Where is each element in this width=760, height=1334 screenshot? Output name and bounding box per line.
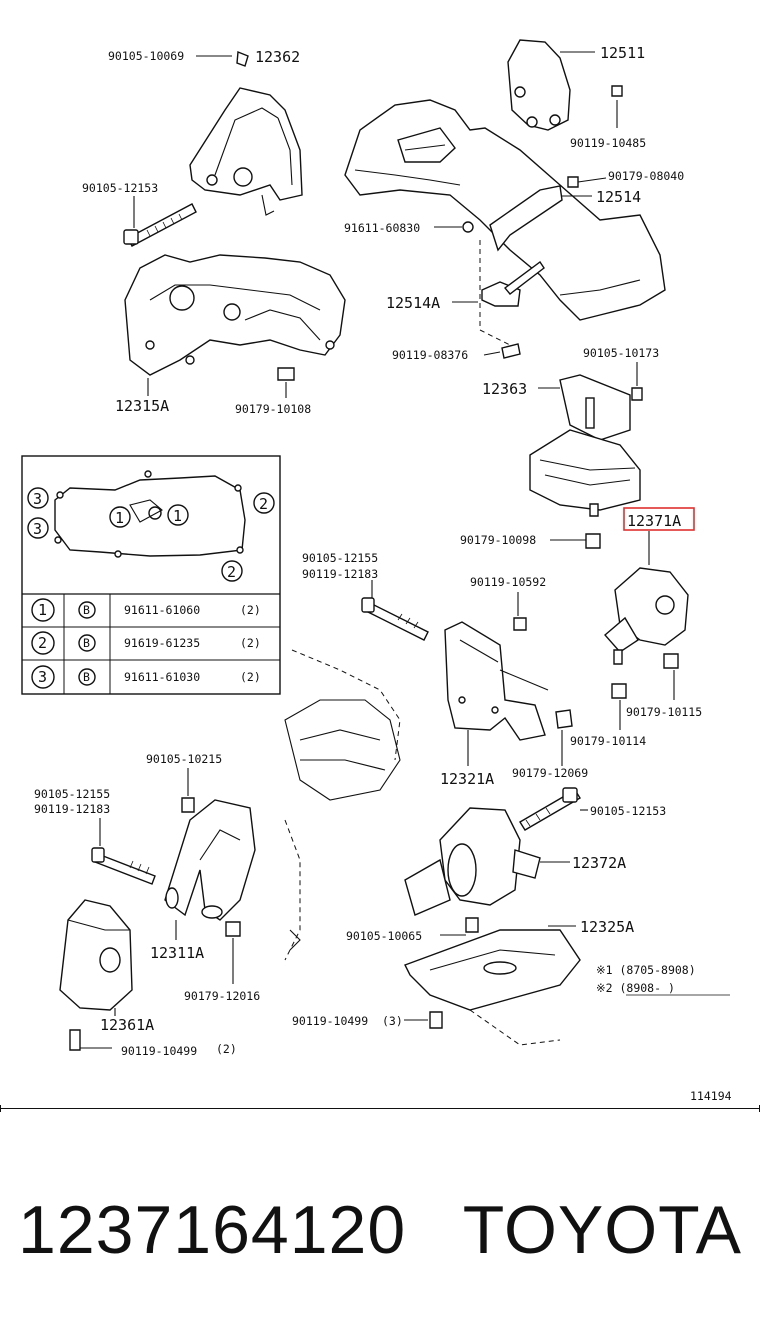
note-1: ※1 (8705-8908) bbox=[596, 963, 696, 977]
svg-text:(2): (2) bbox=[240, 636, 261, 650]
inset-callout-3a: 3 bbox=[33, 490, 42, 508]
svg-text:91611-61030: 91611-61030 bbox=[124, 670, 200, 684]
svg-text:3: 3 bbox=[38, 668, 47, 686]
svg-text:1: 1 bbox=[38, 601, 47, 619]
label-90179-10115: 90179-10115 bbox=[626, 705, 702, 719]
label-12361A: 12361A bbox=[100, 1016, 154, 1034]
label-12321A: 12321A bbox=[440, 770, 494, 788]
svg-text:2: 2 bbox=[38, 634, 47, 652]
bracket-12321A-drawing bbox=[444, 617, 573, 741]
label-90119-10499-mount-qty: (2) bbox=[216, 1042, 237, 1056]
svg-text:91619-61235: 91619-61235 bbox=[124, 636, 200, 650]
label-90119-12183-upper: 90119-12183 bbox=[302, 567, 378, 581]
label-90105-12153-lower: 90105-12153 bbox=[590, 804, 666, 818]
label-90119-08376: 90119-08376 bbox=[392, 348, 468, 362]
label-90105-12155-upper: 90105-12155 bbox=[302, 551, 378, 565]
bolt-90105-12153-upper bbox=[123, 203, 197, 247]
label-12511: 12511 bbox=[600, 44, 645, 62]
svg-text:B: B bbox=[83, 603, 90, 617]
label-12362: 12362 bbox=[255, 48, 300, 66]
mount-12372A-drawing bbox=[404, 787, 581, 933]
label-90119-10499-plate: 90119-10499 bbox=[292, 1014, 368, 1028]
label-90179-10098: 90179-10098 bbox=[460, 533, 536, 547]
bracket-12311A-drawing bbox=[164, 797, 256, 937]
parts-diagram: 90105-10069 12362 12511 90119-10485 9017… bbox=[21, 39, 732, 1103]
label-90105-10173: 90105-10173 bbox=[583, 346, 659, 360]
bracket-12511-drawing bbox=[507, 39, 623, 131]
inset-callout-1b: 1 bbox=[173, 507, 182, 525]
inset-table-row: 3 B 91611-61030 (2) bbox=[38, 668, 261, 686]
svg-text:(2): (2) bbox=[240, 603, 261, 617]
inset-panel bbox=[21, 455, 281, 695]
label-90105-12153-upper: 90105-12153 bbox=[82, 181, 158, 195]
inset-callout-3b: 3 bbox=[33, 520, 42, 538]
transaxle-outline-drawing bbox=[284, 649, 401, 961]
svg-text:B: B bbox=[83, 636, 90, 650]
label-91611-60830: 91611-60830 bbox=[344, 221, 420, 235]
svg-text:91611-61060: 91611-61060 bbox=[124, 603, 200, 617]
highlight-box-12371A bbox=[623, 507, 695, 531]
plate-12325A-drawing bbox=[404, 929, 581, 1046]
label-90105-10069: 90105-10069 bbox=[108, 49, 184, 63]
bolt-90105-12155-upper bbox=[361, 597, 429, 641]
label-90179-10114: 90179-10114 bbox=[570, 734, 646, 748]
label-12371A: 12371A bbox=[627, 512, 681, 530]
mount-12361A-drawing bbox=[59, 899, 133, 1051]
label-90179-08040: 90179-08040 bbox=[608, 169, 684, 183]
part-number: 1237164120 bbox=[18, 1192, 407, 1268]
label-90119-10592: 90119-10592 bbox=[470, 575, 546, 589]
inset-table-row: 2 B 91619-61235 (2) bbox=[38, 634, 261, 652]
label-90179-10108: 90179-10108 bbox=[235, 402, 311, 416]
label-90119-10499-mount: 90119-10499 bbox=[121, 1044, 197, 1058]
label-90105-10215: 90105-10215 bbox=[146, 752, 222, 766]
label-90119-12183-lower: 90119-12183 bbox=[34, 802, 110, 816]
svg-text:B: B bbox=[83, 670, 90, 684]
label-90119-10485: 90119-10485 bbox=[570, 136, 646, 150]
cover-12315A-drawing bbox=[124, 254, 346, 381]
label-90119-10499-plate-qty: (3) bbox=[382, 1014, 403, 1028]
label-12363: 12363 bbox=[482, 380, 527, 398]
label-90179-12016: 90179-12016 bbox=[184, 989, 260, 1003]
inset-callout-2b: 2 bbox=[227, 563, 236, 581]
brand-name: TOYOTA bbox=[462, 1192, 742, 1268]
label-12315A: 12315A bbox=[115, 397, 169, 415]
label-90179-12069: 90179-12069 bbox=[512, 766, 588, 780]
note-2: ※2 (8908- ) bbox=[596, 981, 675, 995]
diagram-bottom-rule bbox=[0, 1105, 760, 1112]
bracket-12514A-drawing bbox=[481, 260, 545, 359]
footer: 1237164120 TOYOTA bbox=[0, 1190, 760, 1270]
label-12372A: 12372A bbox=[572, 854, 626, 872]
inset-callout-1a: 1 bbox=[115, 509, 124, 527]
bolt-90105-12155-lower bbox=[91, 847, 156, 885]
inset-table-row: 1 B 91611-61060 (2) bbox=[38, 601, 261, 619]
inset-callout-2a: 2 bbox=[259, 495, 268, 513]
label-90105-12155-lower: 90105-12155 bbox=[34, 787, 110, 801]
label-12325A: 12325A bbox=[580, 918, 634, 936]
engine-block-drawing bbox=[344, 99, 666, 321]
label-90105-10065: 90105-10065 bbox=[346, 929, 422, 943]
drawing-number: 114194 bbox=[690, 1089, 732, 1103]
svg-text:(2): (2) bbox=[240, 670, 261, 684]
mount-12371A-drawing bbox=[585, 533, 689, 699]
label-12514: 12514 bbox=[596, 188, 641, 206]
mount-12363-drawing bbox=[529, 374, 643, 517]
bracket-12362-drawing bbox=[189, 51, 303, 216]
label-12311A: 12311A bbox=[150, 944, 204, 962]
bracket-12514-drawing bbox=[462, 176, 579, 252]
label-12514A: 12514A bbox=[386, 294, 440, 312]
